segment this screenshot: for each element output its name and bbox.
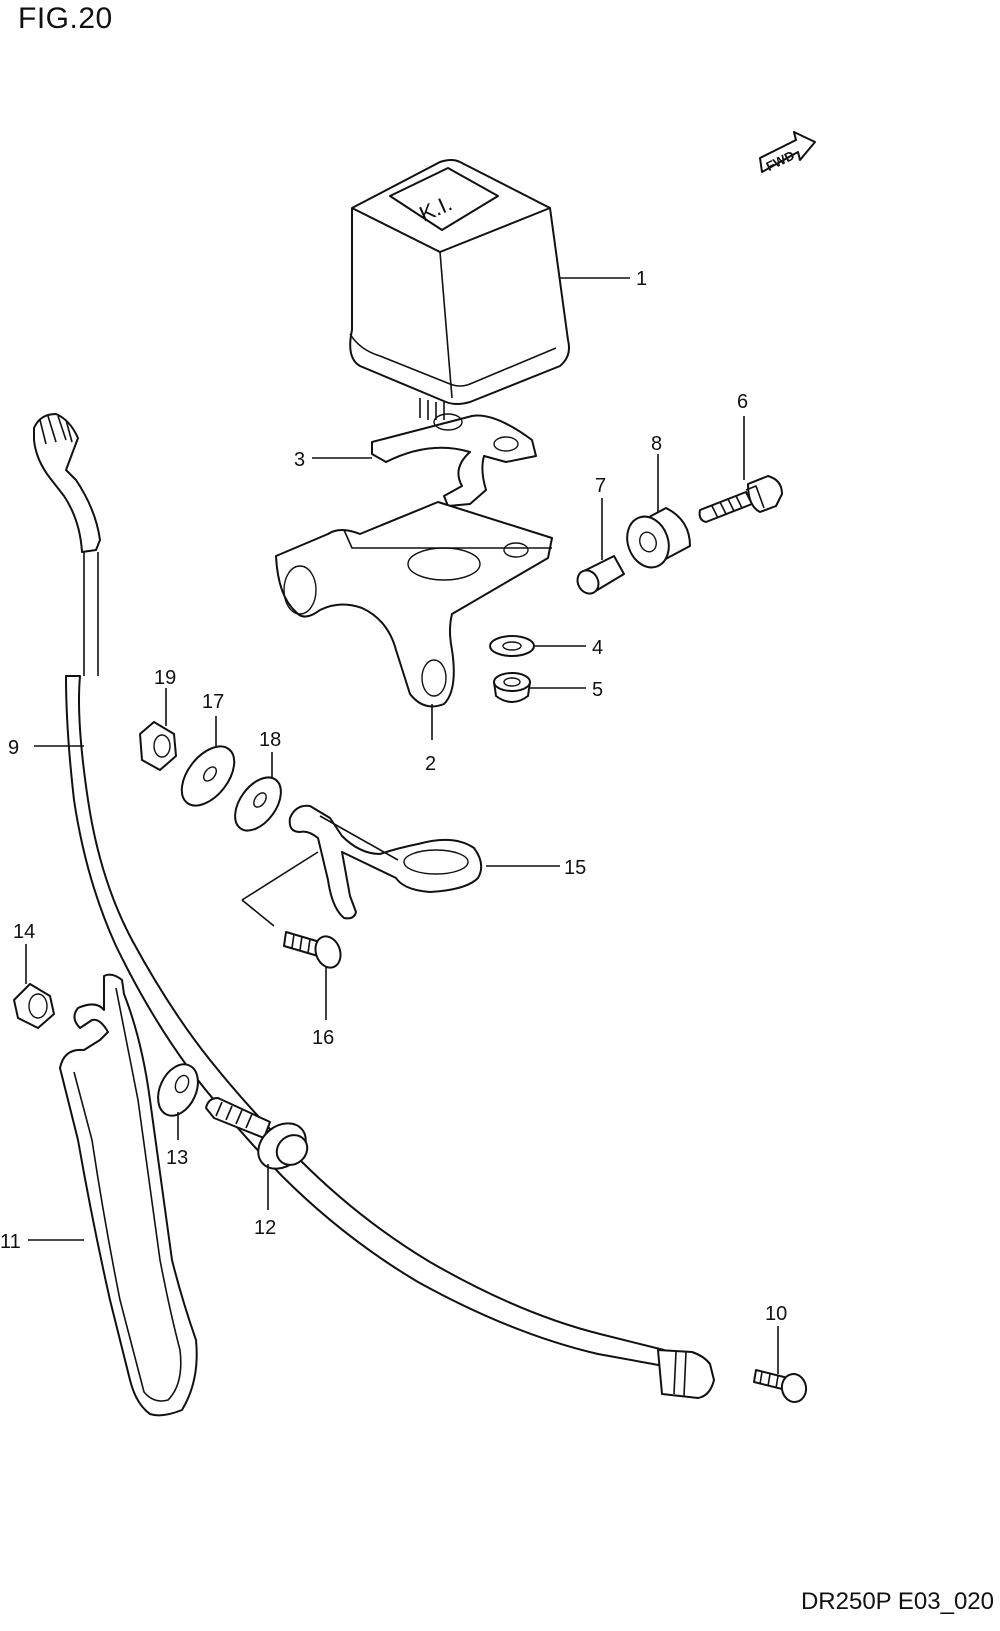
fwd-arrow-icon: FWD <box>759 131 816 174</box>
part-4-washer <box>489 635 535 657</box>
callout-7: 7 <box>595 475 606 497</box>
callout-9: 9 <box>8 737 19 759</box>
part-14-collar <box>13 983 55 1029</box>
part-10-screw <box>753 1369 808 1403</box>
callout-11: 11 <box>0 1231 21 1253</box>
figure-title: FIG.20 <box>18 2 113 35</box>
part-19-nut <box>139 721 177 771</box>
part-17-washer <box>180 745 236 807</box>
part-16-screw <box>283 931 342 969</box>
part-11-guide <box>59 973 198 1417</box>
callout-13: 13 <box>166 1147 188 1169</box>
drawing-code: DR250P E03_020 <box>800 1588 994 1615</box>
fwd-label: FWD <box>764 148 797 174</box>
callout-8: 8 <box>651 433 662 455</box>
callout-16: 16 <box>312 1027 334 1049</box>
callout-18: 18 <box>259 729 281 751</box>
part-3-stay <box>371 413 537 507</box>
part-12-bolt <box>205 1097 309 1170</box>
part-7-collar <box>576 555 625 595</box>
callout-6: 6 <box>737 391 748 413</box>
callout-10: 10 <box>765 1303 787 1325</box>
callout-5: 5 <box>592 679 603 701</box>
part-1-horn-box: K.I. <box>349 159 570 420</box>
part-15-clamp <box>288 804 483 920</box>
callout-12: 12 <box>254 1217 276 1239</box>
callout-17: 17 <box>202 691 224 713</box>
part-13-washer <box>157 1063 199 1117</box>
part-9-cable <box>33 413 715 1399</box>
part-8-cushion <box>626 507 691 569</box>
callout-14: 14 <box>13 921 35 943</box>
callout-19: 19 <box>154 667 176 689</box>
part-6-bolt <box>698 475 783 523</box>
callout-3: 3 <box>294 449 305 471</box>
callout-15: 15 <box>564 857 586 879</box>
callout-4: 4 <box>592 637 603 659</box>
part-18-washer <box>234 776 282 832</box>
part-2-bracket <box>275 501 553 708</box>
callout-1: 1 <box>636 268 647 290</box>
callout-2: 2 <box>425 753 436 775</box>
callout-leaders <box>25 277 779 1374</box>
part-5-nut <box>493 672 531 703</box>
leader-16-bracket <box>241 851 319 927</box>
